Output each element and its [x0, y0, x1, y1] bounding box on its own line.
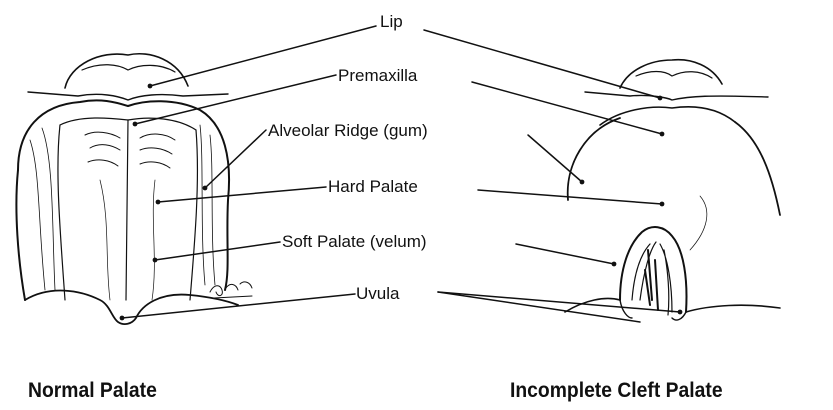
normal-palate-illustration: [16, 54, 252, 324]
label-hard-palate: Hard Palate: [328, 177, 418, 197]
label-soft-palate: Soft Palate (velum): [282, 232, 427, 252]
caption-cleft-palate: Incomplete Cleft Palate: [510, 379, 723, 403]
cleft-palate-illustration: [565, 60, 780, 320]
label-alveolar-ridge: Alveolar Ridge (gum): [268, 121, 428, 141]
label-lip: Lip: [380, 12, 403, 32]
caption-normal-palate: Normal Palate: [28, 379, 157, 403]
leader-dots: [120, 84, 683, 321]
label-premaxilla: Premaxilla: [338, 66, 417, 86]
label-uvula: Uvula: [356, 284, 399, 304]
